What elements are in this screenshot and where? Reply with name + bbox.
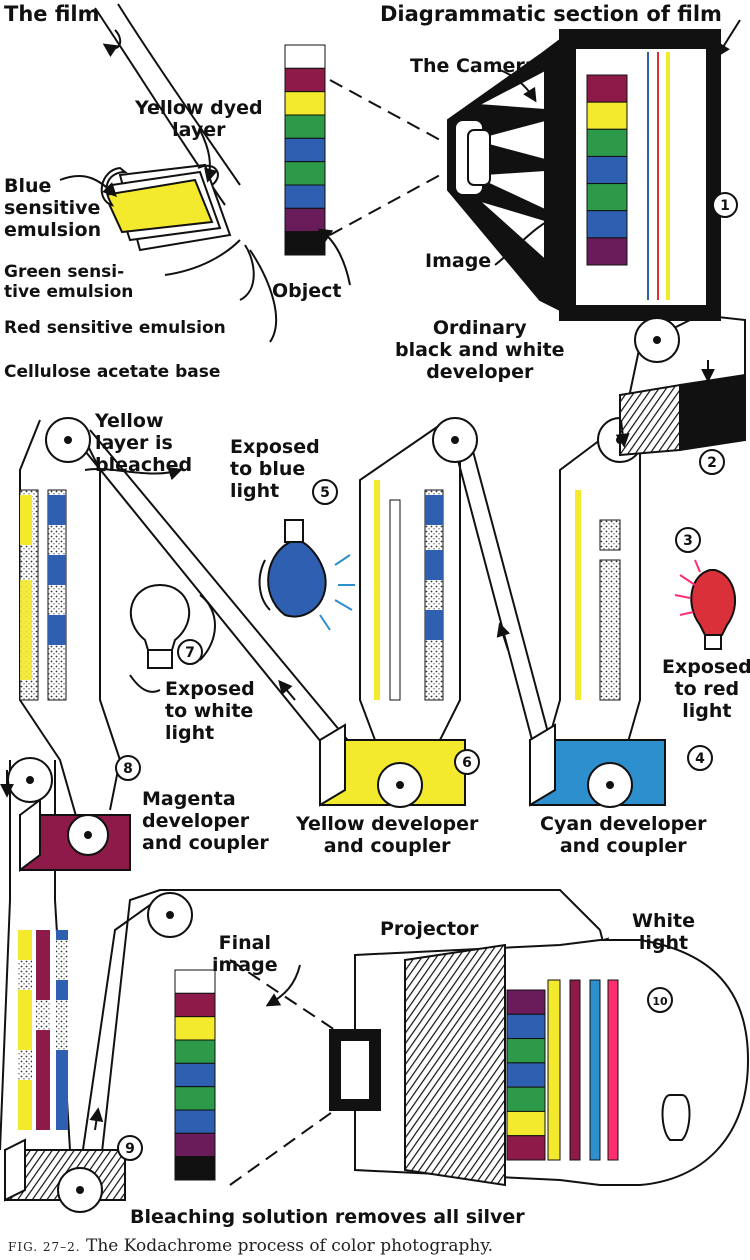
label-object: Object <box>272 280 342 302</box>
figure-number: FIG. 27–2. <box>8 1240 81 1254</box>
image-pointer <box>494 212 563 266</box>
label-projector: Projector <box>380 918 479 940</box>
label-blue-sensitive: Blue sensitive emulsion <box>4 175 102 241</box>
object-arrow <box>317 228 351 286</box>
final-image-strip <box>174 969 216 1181</box>
figure-caption-text: The Kodachrome process of color photogra… <box>85 1236 494 1256</box>
label-magenta-developer: Magenta developer and coupler <box>142 788 269 854</box>
flow-arrows <box>0 360 715 1131</box>
step-number: 1 <box>720 198 730 214</box>
final-strip-band <box>174 1016 216 1041</box>
label-cellulose: Cellulose acetate base <box>4 362 221 382</box>
step-number: 9 <box>125 1141 135 1157</box>
label-red-sensitive: Red sensitive emulsion <box>4 318 226 338</box>
label-final-image: Final image <box>212 932 278 976</box>
red-light-bulb <box>674 559 736 650</box>
step-circle <box>712 192 738 218</box>
camera-image-strip <box>586 74 628 266</box>
label-cyan-developer: Cyan developer and coupler <box>540 813 707 857</box>
step-circle <box>687 745 713 771</box>
label-ordinary-developer: Ordinary black and white developer <box>395 317 565 383</box>
projector-strip-band <box>506 1013 546 1040</box>
step-circle <box>699 449 725 475</box>
step-number: 3 <box>683 533 693 549</box>
final-strip-band <box>174 1109 216 1134</box>
object-strip-band <box>284 231 326 256</box>
final-strip-band <box>174 1039 216 1064</box>
camera-strip-band <box>586 155 628 185</box>
projector-color-strip <box>506 989 546 1161</box>
step-number: 4 <box>695 751 705 767</box>
final-strip-band <box>174 1156 216 1181</box>
object-strip-band <box>284 161 326 186</box>
white-light-bulb <box>129 583 216 669</box>
camera-strip-band <box>586 74 628 103</box>
step-circle <box>647 987 673 1013</box>
step-number: 7 <box>185 645 195 661</box>
camera-strip-band <box>586 237 628 266</box>
step-circle <box>312 479 338 505</box>
camera-strip-band <box>586 210 628 239</box>
step-number: 2 <box>707 455 717 471</box>
object-strip-band <box>284 207 326 233</box>
section-pointer <box>716 19 741 58</box>
projector-strip-band <box>506 1038 546 1064</box>
object-strip-band <box>284 91 326 116</box>
blue-light-bulb <box>258 519 355 631</box>
label-the-camera: The Camera <box>410 55 538 77</box>
projector-strip-band <box>506 1062 546 1088</box>
object-strip-band <box>284 184 326 209</box>
label-yellow-developer: Yellow developer and coupler <box>296 813 479 857</box>
label-yellow-bleached: Yellow layer is bleached <box>95 410 193 476</box>
label-bleaching: Bleaching solution removes all silver <box>130 1206 525 1228</box>
step-number: 6 <box>462 755 472 771</box>
label-exposed-blue: Exposed to blue light <box>230 436 320 502</box>
step-numbers: 1 2 3 4 5 6 7 8 9 10 <box>115 192 738 1161</box>
projector-film-layers <box>547 979 619 1161</box>
tank-rollers <box>57 762 633 1213</box>
object-strip-band <box>284 44 326 69</box>
final-strip-band <box>174 992 216 1018</box>
camera-strip-band <box>586 128 628 157</box>
film-pointer-lines <box>59 29 278 343</box>
label-white-light: White light <box>632 910 695 954</box>
object-color-strip <box>284 44 326 256</box>
step-number: 10 <box>652 995 668 1008</box>
label-green-sensitive: Green sensi- tive emulsion <box>4 262 134 302</box>
final-strip-band <box>174 1086 216 1111</box>
camera-pointer <box>499 69 537 103</box>
label-diagrammatic-section: Diagrammatic section of film <box>380 2 722 26</box>
label-yellow-dyed-layer: Yellow dyed layer <box>135 97 263 141</box>
projector-strip-band <box>506 1135 546 1161</box>
camera-strip-band <box>586 101 628 130</box>
projector-strip-band <box>506 1086 546 1112</box>
film-strips <box>18 480 621 1130</box>
figure-caption: FIG. 27–2. The Kodachrome process of col… <box>8 1236 493 1256</box>
object-strip-band <box>284 67 326 93</box>
projector-strip-band <box>506 1110 546 1137</box>
object-strip-band <box>284 114 326 139</box>
step-circle <box>117 1135 143 1161</box>
step-number: 5 <box>320 485 330 501</box>
camera-strip-band <box>586 183 628 212</box>
step-circle <box>454 749 480 775</box>
final-strip-band <box>174 1132 216 1158</box>
final-strip-band <box>174 969 216 994</box>
label-exposed-red: Exposed to red light <box>662 656 750 722</box>
step-number: 8 <box>123 761 133 777</box>
final-image-arrow <box>265 964 301 1007</box>
object-strip-band <box>284 137 326 163</box>
final-strip-band <box>174 1062 216 1088</box>
step-circle <box>115 755 141 781</box>
step-circle <box>675 527 701 553</box>
light-rays-object <box>329 79 441 236</box>
label-exposed-white: Exposed to white light <box>165 678 255 744</box>
label-image: Image <box>425 250 492 272</box>
projector-strip-band <box>506 989 546 1015</box>
step-circle <box>177 639 203 665</box>
label-the-film: The film <box>4 2 100 26</box>
